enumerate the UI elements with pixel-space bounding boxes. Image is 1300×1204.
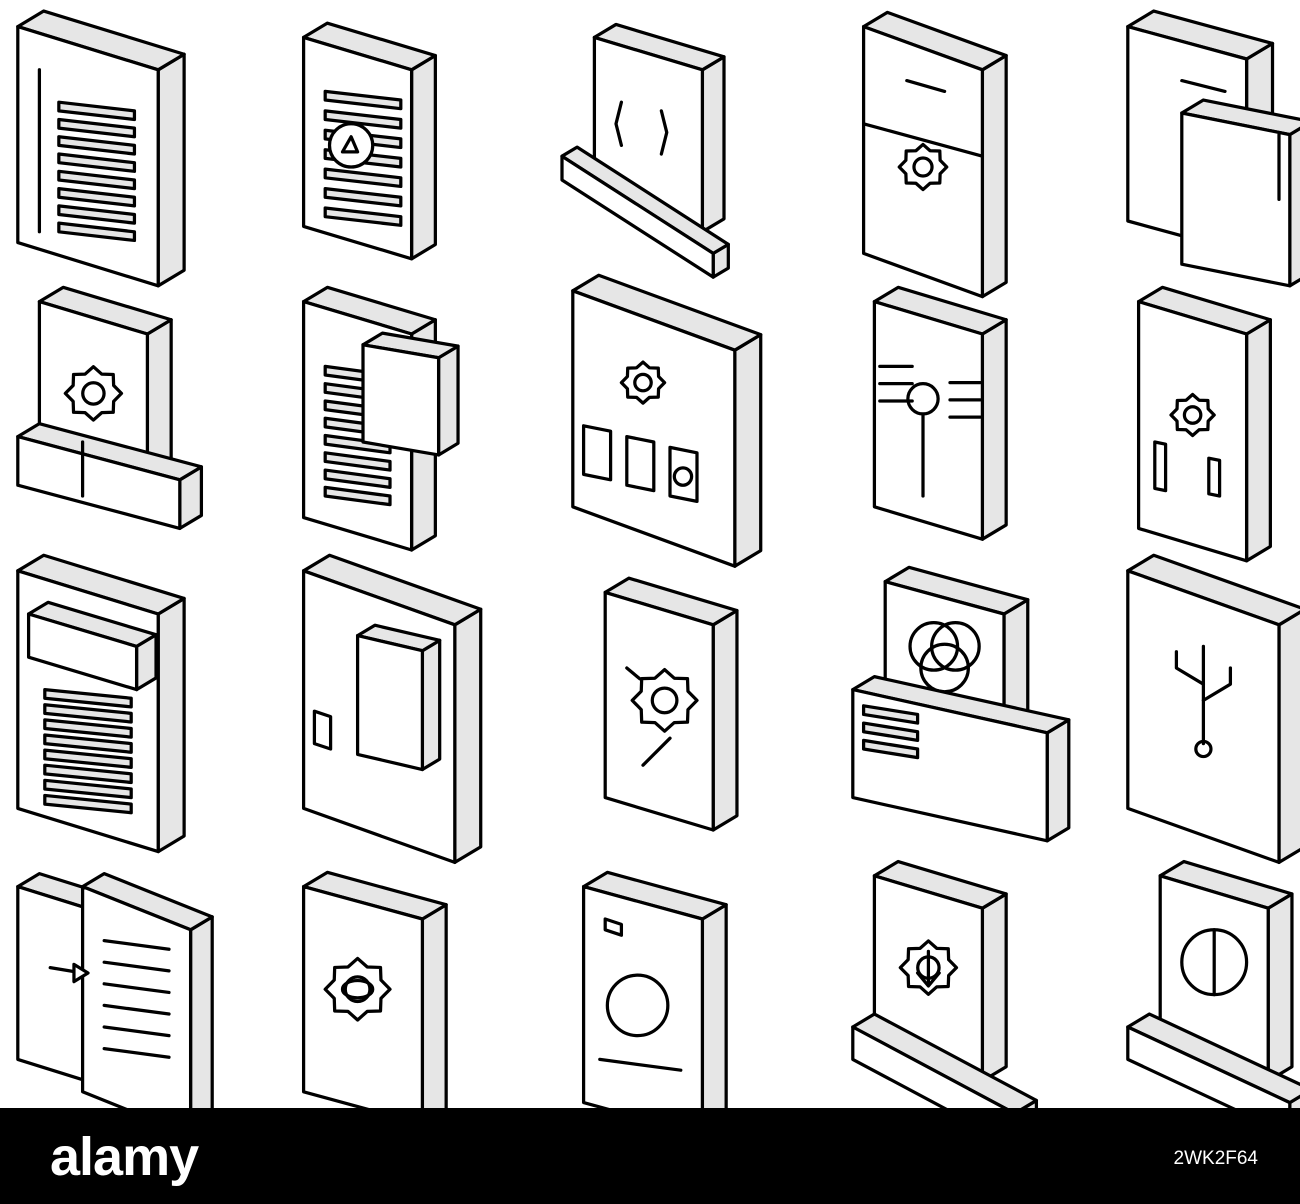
document-layout-icon <box>555 865 785 1137</box>
folder-list-open-icon-drawing <box>16 553 186 854</box>
folder-message-icon-drawing <box>1126 9 1300 288</box>
folder-list-open-icon <box>0 553 230 854</box>
code-document-icon <box>555 5 785 279</box>
brand-logo: alamy <box>50 1127 199 1187</box>
document-eye-gear-icon <box>275 865 505 1135</box>
document-gear-arrows-icon-drawing <box>603 576 739 832</box>
document-layout-icon-drawing <box>581 870 728 1137</box>
folder-list-icon-drawing <box>16 9 186 288</box>
document-transfer-icon-drawing <box>16 872 214 1137</box>
venn-diagram-icon <box>835 560 1071 843</box>
document-gear-icon-drawing <box>861 10 1008 299</box>
document-stack-icon <box>275 280 505 552</box>
document-chart-icon-drawing <box>301 21 437 261</box>
document-mindmap-icon <box>835 280 1065 550</box>
bug-document-icon <box>1110 859 1300 1137</box>
usb-folder-icon <box>1110 553 1300 865</box>
code-document-icon-drawing <box>560 22 730 279</box>
document-mindmap-icon-drawing <box>872 285 1008 541</box>
folder-message-icon <box>1110 5 1300 288</box>
folder-documents-icon-drawing <box>301 553 483 865</box>
document-gear-arrows-icon <box>555 560 785 832</box>
folder-gear-layout-icon <box>555 273 785 568</box>
gear-message-icon-drawing <box>16 285 204 531</box>
document-eye-gear-icon-drawing <box>301 870 448 1126</box>
gear-message-icon <box>0 280 230 550</box>
image-id: 2WK2F64 <box>1173 1148 1258 1169</box>
document-gear-icon <box>835 5 1065 299</box>
document-gear-layout-icon <box>1110 280 1300 563</box>
document-gear-layout-icon-drawing <box>1136 285 1272 563</box>
watermark-bar: alamy 2WK2F64 <box>0 1108 1300 1204</box>
folder-documents-icon <box>275 553 505 865</box>
document-stack-icon-drawing <box>301 285 460 552</box>
venn-diagram-icon-drawing <box>851 565 1071 843</box>
document-transfer-icon <box>0 865 230 1137</box>
gear-download-icon-drawing <box>851 859 1039 1148</box>
folder-gear-layout-icon-drawing <box>571 273 763 568</box>
document-chart-icon <box>275 5 505 275</box>
bug-document-icon-drawing <box>1126 859 1300 1137</box>
gear-download-icon <box>835 859 1065 1148</box>
usb-folder-icon-drawing <box>1126 553 1300 865</box>
folder-list-icon <box>0 5 230 288</box>
icon-sheet <box>0 5 1300 1148</box>
